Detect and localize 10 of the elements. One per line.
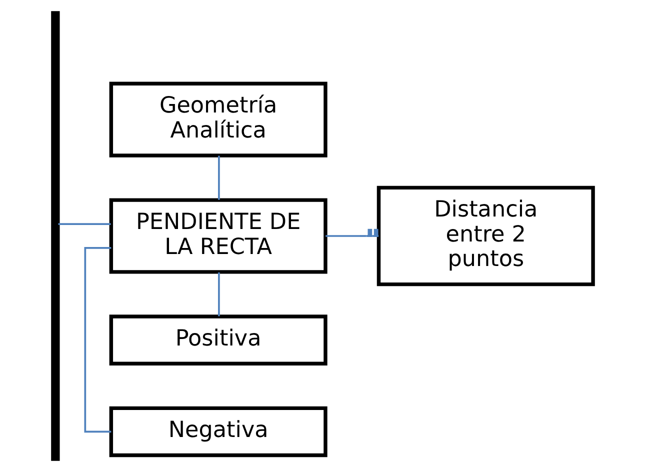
node-box: Positiva xyxy=(109,314,328,366)
connector xyxy=(218,272,220,316)
node-box: Negativa xyxy=(109,406,328,458)
connector xyxy=(84,247,112,433)
connector xyxy=(58,223,111,225)
node-bar xyxy=(51,11,60,461)
connector xyxy=(218,156,220,200)
node-box: Distancia entre 2 puntos xyxy=(376,186,595,286)
node-box: PENDIENTE DE LA RECTA xyxy=(109,198,328,274)
node-box: Geometría Analítica xyxy=(109,82,328,158)
